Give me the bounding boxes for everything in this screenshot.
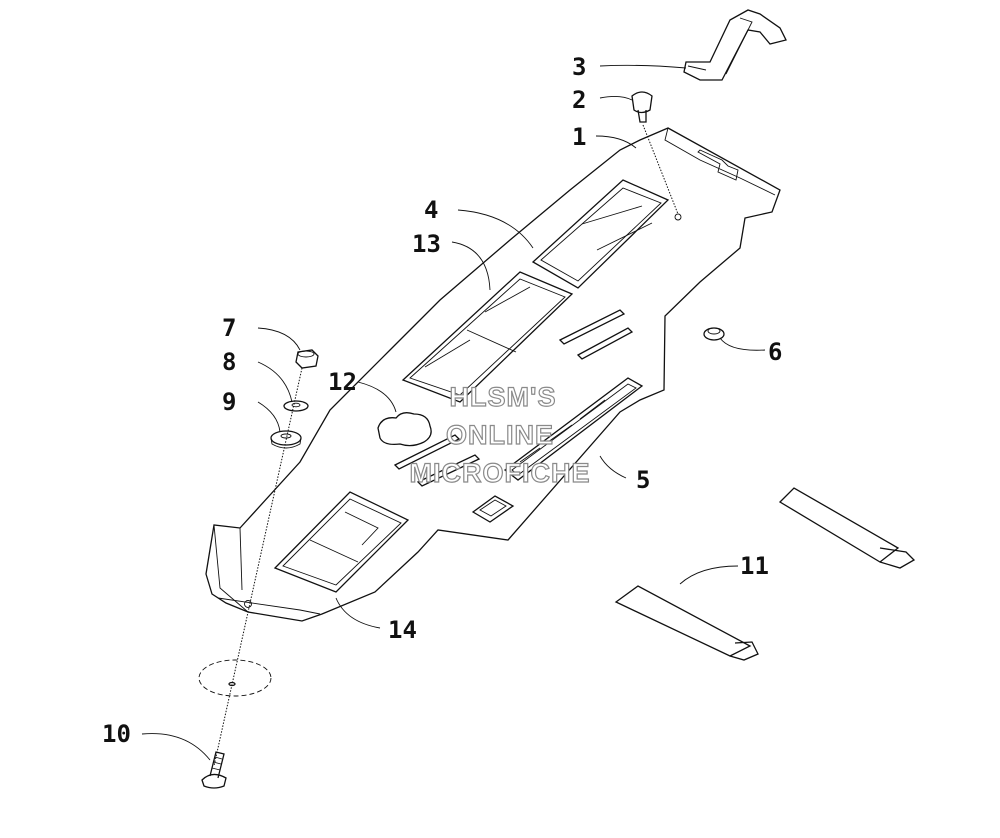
callout-3: 3 [572, 53, 586, 81]
plate-ribs [393, 309, 634, 487]
nut-part-7 [295, 349, 319, 369]
callout-5: 5 [636, 466, 650, 494]
decal-part-13 [401, 271, 574, 403]
watermark-line-1: HLSM'S [450, 382, 557, 412]
decal-part-5 [471, 377, 644, 523]
callout-6: 6 [768, 338, 782, 366]
callout-14: 14 [388, 616, 417, 644]
oval-hole [198, 659, 272, 697]
washer-part-8 [283, 400, 309, 412]
decal-part-4 [531, 179, 670, 289]
callout-12: 12 [328, 368, 357, 396]
grommet-part-6 [703, 327, 725, 341]
decal-part-14 [273, 491, 410, 593]
spacer-part-9 [270, 430, 302, 449]
callout-4: 4 [424, 196, 438, 224]
bracket-part-3 [683, 9, 787, 81]
watermark-line-2: ONLINE [446, 420, 554, 450]
callout-labels: 1 2 3 4 5 6 7 8 9 10 11 12 13 14 [102, 53, 782, 748]
callout-7: 7 [222, 314, 236, 342]
grip-strip-upper [778, 487, 916, 569]
callout-10: 10 [102, 720, 131, 748]
callout-8: 8 [222, 348, 236, 376]
screw-part-10 [201, 751, 227, 789]
skid-plate [205, 127, 781, 622]
watermark: HLSM'S ONLINE MICROFICHE [409, 381, 591, 488]
adhesive-pad-part-12 [377, 412, 432, 447]
callout-2: 2 [572, 86, 586, 114]
callout-13: 13 [412, 230, 441, 258]
callout-1: 1 [572, 123, 586, 151]
leader-lines [141, 64, 766, 761]
assembly-axis [213, 367, 303, 767]
watermark-line-3: MICROFICHE [410, 458, 591, 488]
callout-9: 9 [222, 388, 236, 416]
grip-strip-lower [614, 585, 759, 661]
callout-11: 11 [740, 552, 769, 580]
rivet-part-2 [631, 91, 679, 215]
